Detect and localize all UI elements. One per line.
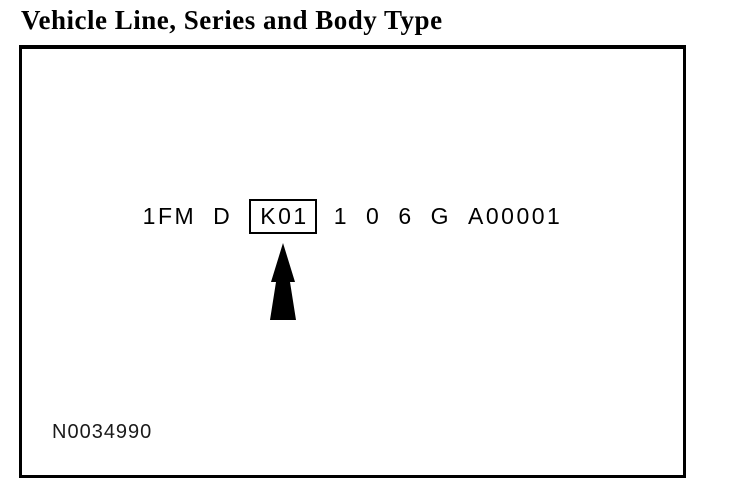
vin-highlight-box: K01 bbox=[249, 199, 317, 320]
diagram-frame: 1FM D K01 1 0 6 G A00001 N0034990 bbox=[19, 45, 686, 478]
figure-id: N0034990 bbox=[52, 421, 153, 443]
vin-segment-0: 0 bbox=[366, 203, 382, 229]
vin-segment-1fm: 1FM bbox=[142, 203, 197, 229]
vin-segment-6: 6 bbox=[398, 203, 414, 229]
vin-segment-g: G bbox=[430, 203, 452, 229]
page-title: Vehicle Line, Series and Body Type bbox=[21, 5, 443, 35]
vin-segment-d: D bbox=[213, 203, 233, 229]
up-arrow-icon bbox=[270, 243, 297, 320]
vin-code-row: 1FM D K01 1 0 6 G A00001 bbox=[22, 199, 683, 320]
vin-segment-1: 1 bbox=[333, 203, 350, 229]
vin-segment-a00001: A00001 bbox=[468, 203, 563, 229]
vin-segment-k01: K01 bbox=[260, 203, 309, 229]
